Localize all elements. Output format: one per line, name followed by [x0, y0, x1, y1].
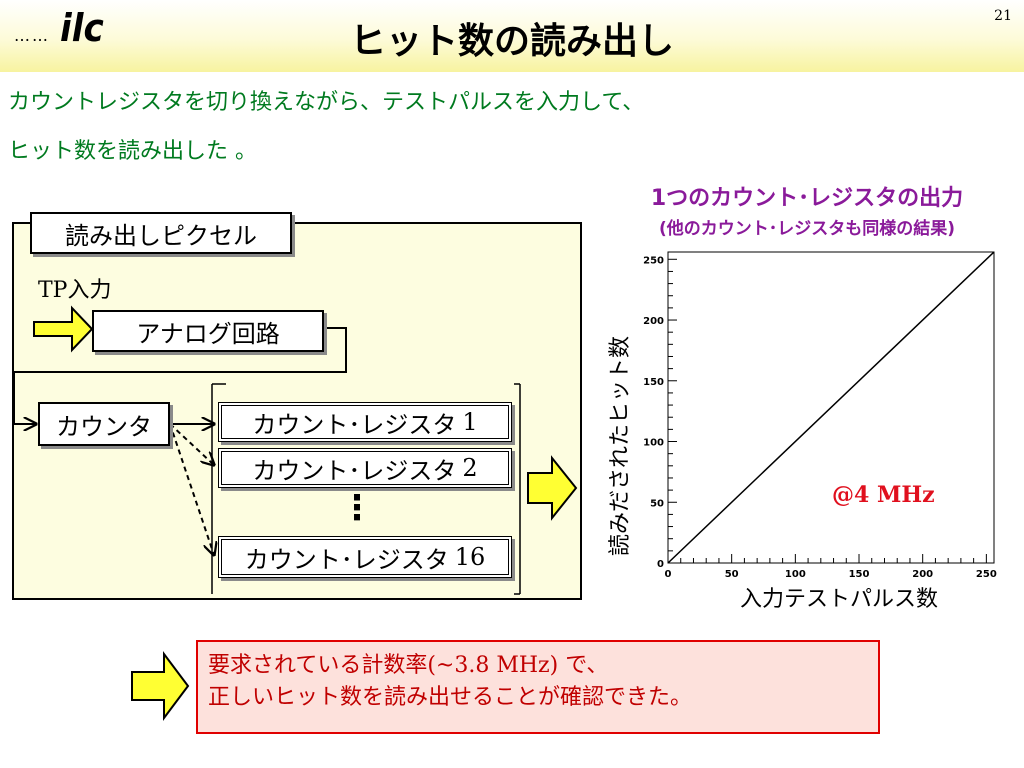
- counter-to-register-2-arrow: [169, 423, 214, 465]
- logo-dots: ……: [14, 26, 50, 45]
- intro-line-1: カウントレジスタを切り換えながら、テストパルスを入力して、: [8, 90, 645, 115]
- y-axis-label: 読みだされたヒット数: [608, 335, 633, 556]
- y-tick-label: 250: [643, 255, 664, 266]
- y-tick-label: 0: [657, 559, 664, 570]
- page-number: 21: [994, 8, 1012, 24]
- analog-to-counter-line: [13, 327, 347, 424]
- tp-suffix: 入力: [67, 278, 112, 303]
- register-1-label: カウント･レジスタ: [252, 410, 457, 439]
- analog-circuit-box: アナログ回路: [92, 310, 324, 352]
- tp-input-label: TP入力: [38, 272, 112, 304]
- slide-title: ヒット数の読み出し: [349, 21, 674, 62]
- series-line-0: [667, 251, 995, 564]
- x-tick-label: 50: [725, 569, 739, 580]
- chart-title-line-2: (他のカウント･レジスタも同様の結果): [658, 219, 956, 239]
- y-tick-label: 200: [643, 316, 664, 327]
- x-axis-label: 入力テストパルス数: [740, 587, 939, 612]
- y-tick-label: 100: [643, 438, 664, 449]
- register-16-label: カウント･レジスタ: [244, 545, 449, 574]
- register-ellipsis: ⋮: [340, 488, 374, 528]
- tp-input-arrow: [33, 305, 94, 353]
- y-ticks: 0 50 100 150 200 250: [643, 255, 677, 570]
- ilc-logo: ilc: [60, 6, 104, 50]
- header-band: [0, 0, 1024, 72]
- frequency-annotation: @4 MHz: [832, 482, 935, 508]
- x-tick-label: 0: [665, 569, 672, 580]
- intro-line-2: ヒット数を読み出した 。: [8, 139, 257, 164]
- conclusion-line-1-c: で、: [558, 653, 609, 678]
- output-arrow: [527, 455, 578, 521]
- x-ticks: 0 50 100 150 200 250: [665, 554, 997, 580]
- y-tick-label: 150: [643, 377, 664, 388]
- conclusion-line-2: 正しいヒット数を読み出せることが確認できた。: [208, 685, 693, 710]
- data-series: [667, 251, 995, 564]
- x-tick-label: 150: [849, 569, 870, 580]
- conclusion-line-1-b: (~3.8 MHz): [427, 653, 559, 678]
- chart-title-line-1: 1つのカウント･レジスタの出力: [650, 186, 964, 211]
- x-tick-label: 200: [912, 569, 933, 580]
- x-tick-label: 250: [976, 569, 997, 580]
- conclusion-box: 要求されている計数率(~3.8 MHz) で、 正しいヒット数を読み出せることが…: [196, 640, 880, 734]
- conclusion-line-1: 要求されている計数率(~3.8 MHz) で、: [208, 650, 868, 682]
- conclusion-line-1-a: 要求されている計数率: [208, 653, 428, 678]
- register-2-label: カウント･レジスタ: [252, 456, 457, 485]
- conclusion-arrow: [131, 651, 190, 721]
- pixel-label: 読み出しピクセル: [30, 212, 292, 254]
- register-1-number: 1: [462, 408, 478, 436]
- register-group-bracket: [211, 383, 521, 595]
- tp-prefix: TP: [38, 278, 68, 303]
- register-2-number: 2: [462, 454, 478, 482]
- x-tick-label: 100: [785, 569, 806, 580]
- counter-box: カウンタ: [38, 402, 170, 446]
- y-tick-label: 50: [650, 498, 664, 509]
- register-16-number: 16: [454, 543, 486, 571]
